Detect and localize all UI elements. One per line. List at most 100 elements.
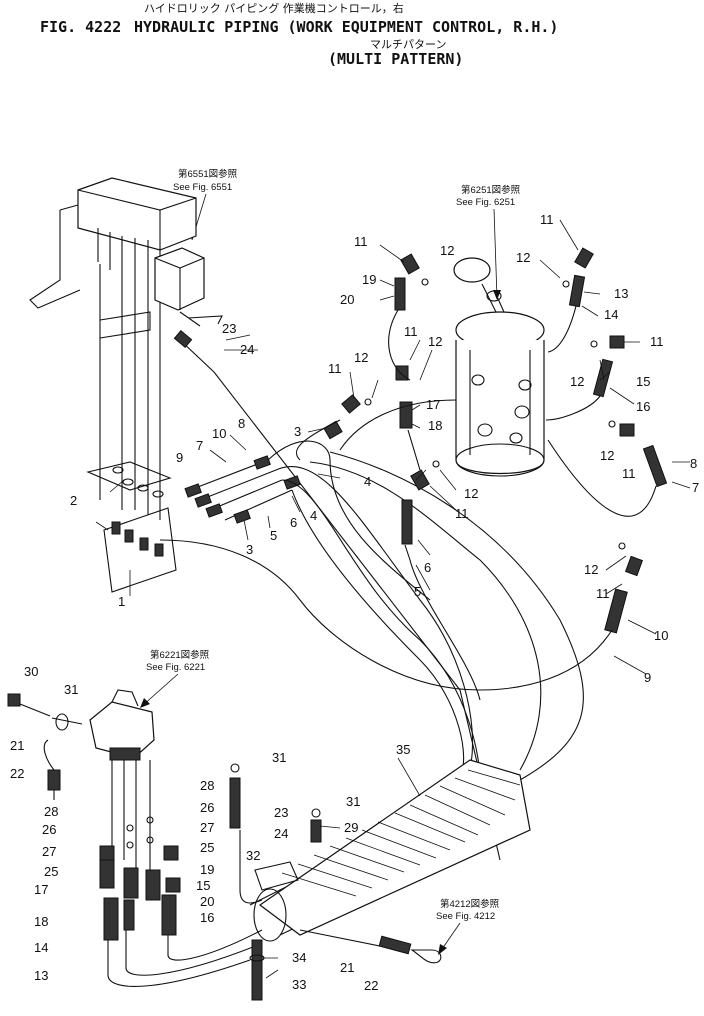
callout-12: 12 (440, 243, 454, 258)
ppc-valve (453, 257, 545, 477)
callout-23: 23 (274, 805, 288, 820)
callout-11: 11 (328, 361, 342, 376)
callout-11: 11 (540, 212, 554, 227)
control-valve-block (29, 177, 223, 520)
callout-7: 7 (196, 438, 203, 453)
svg-text:See Fig. 6251: See Fig. 6251 (456, 197, 515, 208)
callout-12: 12 (584, 562, 598, 577)
svg-text:第4212図参照: 第4212図参照 (440, 898, 500, 910)
callout-24: 24 (240, 342, 254, 357)
callout-3: 3 (246, 542, 253, 557)
figure-subtitle: (MULTI PATTERN) (328, 50, 463, 68)
hose-bundle-left (184, 440, 584, 781)
callout-22: 22 (10, 766, 24, 781)
callout-31: 31 (64, 682, 78, 697)
callout-10: 10 (212, 426, 226, 441)
callout-6: 6 (290, 515, 297, 530)
protective-sleeve (249, 759, 531, 964)
callout-17: 17 (426, 397, 440, 412)
callout-17: 17 (34, 882, 48, 897)
callout-8: 8 (238, 416, 245, 431)
callout-23: 23 (222, 321, 236, 336)
callout-7: 7 (692, 480, 699, 495)
bracket-and-fittings (86, 461, 177, 593)
callout-31: 31 (346, 794, 360, 809)
callout-6: 6 (424, 560, 431, 575)
callout-21: 21 (10, 738, 24, 753)
lower-valve-block (7, 689, 155, 800)
callout-30: 30 (24, 664, 38, 679)
callout-24: 24 (274, 826, 288, 841)
callout-3: 3 (294, 424, 301, 439)
title-japanese: ハイドロリック パイピング 作業機コントロール，右 (144, 1, 404, 15)
callout-16: 16 (636, 399, 650, 414)
lower-fittings (99, 760, 322, 1001)
callout-12: 12 (354, 350, 368, 365)
ppc-hoses (159, 305, 657, 701)
callout-4: 4 (364, 474, 371, 489)
callout-11: 11 (455, 506, 469, 521)
callout-31: 31 (272, 750, 286, 765)
svg-text:第6251図参照: 第6251図参照 (461, 184, 521, 196)
callout-27: 27 (42, 844, 56, 859)
figure-title: HYDRAULIC PIPING (WORK EQUIPMENT CONTROL… (134, 18, 558, 36)
callout-18: 18 (428, 418, 442, 433)
callout-28: 28 (44, 804, 58, 819)
callout-5: 5 (270, 528, 277, 543)
callout-15: 15 (196, 878, 210, 893)
callout-13: 13 (614, 286, 628, 301)
callout-12: 12 (428, 334, 442, 349)
reference-fig-6251: 第6251図参照 See Fig. 6251 (456, 184, 521, 300)
callout-14: 14 (604, 307, 618, 322)
callout-12: 12 (516, 250, 530, 265)
callout-20: 20 (340, 292, 354, 307)
callouts: 1 2 3 3 4 4 5 5 6 6 7 7 8 8 9 9 10 10 11… (10, 212, 699, 993)
callout-19: 19 (362, 272, 376, 287)
callout-29: 29 (344, 820, 358, 835)
callout-11: 11 (354, 234, 368, 249)
callout-2: 2 (70, 493, 77, 508)
callout-22: 22 (364, 978, 378, 993)
callout-16: 16 (200, 910, 214, 925)
svg-text:See Fig. 4212: See Fig. 4212 (436, 911, 495, 922)
callout-4: 4 (310, 508, 317, 523)
callout-13: 13 (34, 968, 48, 983)
callout-25: 25 (200, 840, 214, 855)
callout-11: 11 (650, 334, 664, 349)
svg-text:See Fig. 6221: See Fig. 6221 (146, 662, 205, 673)
callout-15: 15 (636, 374, 650, 389)
svg-text:第6221図参照: 第6221図参照 (150, 649, 210, 661)
callout-20: 20 (200, 894, 214, 909)
callout-12: 12 (464, 486, 478, 501)
svg-text:See Fig. 6551: See Fig. 6551 (173, 182, 232, 193)
callout-9: 9 (644, 670, 651, 685)
callout-5: 5 (414, 584, 421, 599)
callout-19: 19 (200, 862, 214, 877)
callout-10: 10 (654, 628, 668, 643)
reference-fig-6221: 第6221図参照 See Fig. 6221 (140, 649, 210, 708)
callout-14: 14 (34, 940, 48, 955)
callout-11: 11 (596, 586, 610, 601)
callout-25: 25 (44, 864, 58, 879)
figure-number: FIG. 4222 (40, 18, 121, 36)
callout-27: 27 (200, 820, 214, 835)
callout-9: 9 (176, 450, 183, 465)
callout-26: 26 (200, 800, 214, 815)
callout-35: 35 (396, 742, 410, 757)
title-japanese-pattern: マルチパターン (370, 38, 446, 51)
leader-lines (95, 219, 691, 675)
callout-11: 11 (622, 466, 636, 481)
callout-33: 33 (292, 977, 306, 992)
callout-21: 21 (340, 960, 354, 975)
callout-32: 32 (246, 848, 260, 863)
callout-12: 12 (600, 448, 614, 463)
callout-34: 34 (292, 950, 306, 965)
callout-12: 12 (570, 374, 584, 389)
callout-26: 26 (42, 822, 56, 837)
callout-1: 1 (118, 594, 125, 609)
svg-text:第6551図参照: 第6551図参照 (178, 168, 238, 180)
callout-8: 8 (690, 456, 697, 471)
callout-11: 11 (404, 324, 418, 339)
callout-28: 28 (200, 778, 214, 793)
